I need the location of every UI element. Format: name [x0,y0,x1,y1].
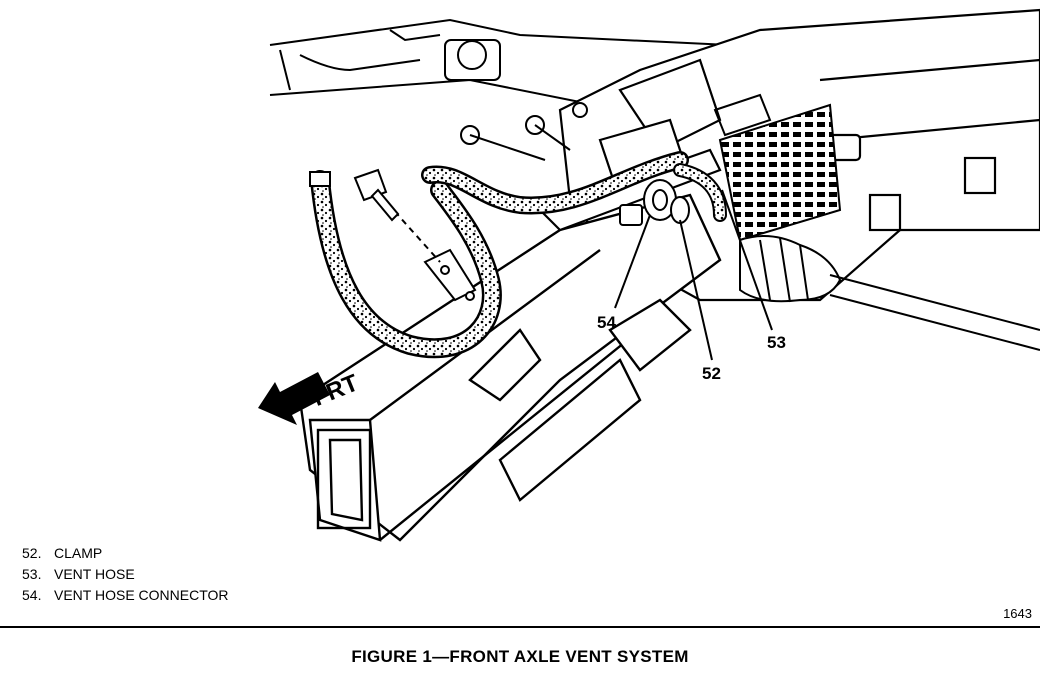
legend-item-vent-hose-connector: 54. VENT HOSE CONNECTOR [22,585,229,606]
legend-text: VENT HOSE CONNECTOR [54,587,229,603]
hose-clip-and-bolt [353,168,477,302]
front-frame-rail [298,193,722,542]
callout-52: 52 [702,364,721,383]
legend-item-clamp: 52. CLAMP [22,543,229,564]
axle-vent-illustration: FRT [258,8,1040,542]
legend-number: 53. [22,566,42,582]
callout-leaders [614,189,773,361]
axle-shaft-boot [739,235,1040,351]
legend-text: CLAMP [54,545,103,561]
caption-divider [0,626,1040,628]
differential-cover-ribs [713,93,842,242]
parts-legend: 52. CLAMP 53. VENT HOSE 54. VENT HOSE CONNE… [22,543,229,606]
legend-item-vent-hose: 53. VENT HOSE [22,564,229,585]
vent-hose [309,151,727,359]
callout-54: 54 [597,313,616,332]
legend-number: 54. [22,587,42,603]
front-direction-arrow: FRT [258,369,363,425]
legend-text: VENT HOSE [54,566,135,582]
figure-caption: FIGURE 1—FRONT AXLE VENT SYSTEM [351,647,689,666]
legend-number: 52. [22,545,42,561]
connector-and-clamp [619,179,690,226]
figure-id-number: 1643 [1003,606,1032,621]
callout-53: 53 [767,333,786,352]
